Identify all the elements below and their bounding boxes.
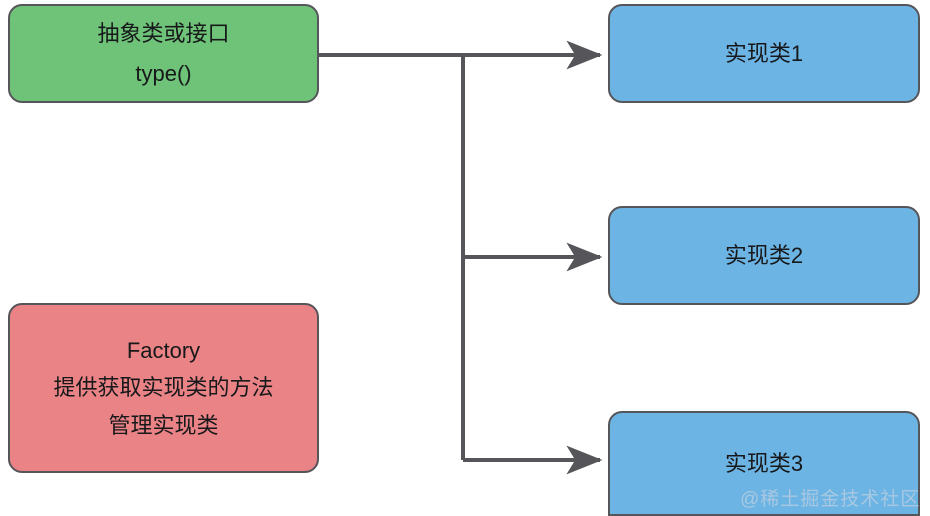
node-abstract-class-or-interface[interactable]: 抽象类或接口 type() — [8, 4, 319, 103]
node-factory-title: Factory — [126, 338, 201, 364]
watermark: @稀土掘金技术社区 — [740, 489, 921, 510]
node-implementation-class-2[interactable]: 实现类2 — [608, 206, 920, 305]
node-factory-desc-2: 管理实现类 — [108, 412, 219, 438]
node-factory-desc-1: 提供获取实现类的方法 — [53, 375, 274, 401]
node-implementation-class-1[interactable]: 实现类1 — [608, 4, 920, 103]
node-abstract-method: type() — [135, 60, 192, 86]
node-implementation-class-3[interactable]: 实现类3 — [608, 411, 920, 516]
node-impl-2-label: 实现类2 — [724, 242, 804, 268]
node-abstract-title: 抽象类或接口 — [97, 21, 230, 47]
node-factory[interactable]: Factory 提供获取实现类的方法 管理实现类 — [8, 303, 319, 473]
node-impl-3-label: 实现类3 — [724, 450, 804, 476]
node-impl-1-label: 实现类1 — [724, 40, 804, 66]
